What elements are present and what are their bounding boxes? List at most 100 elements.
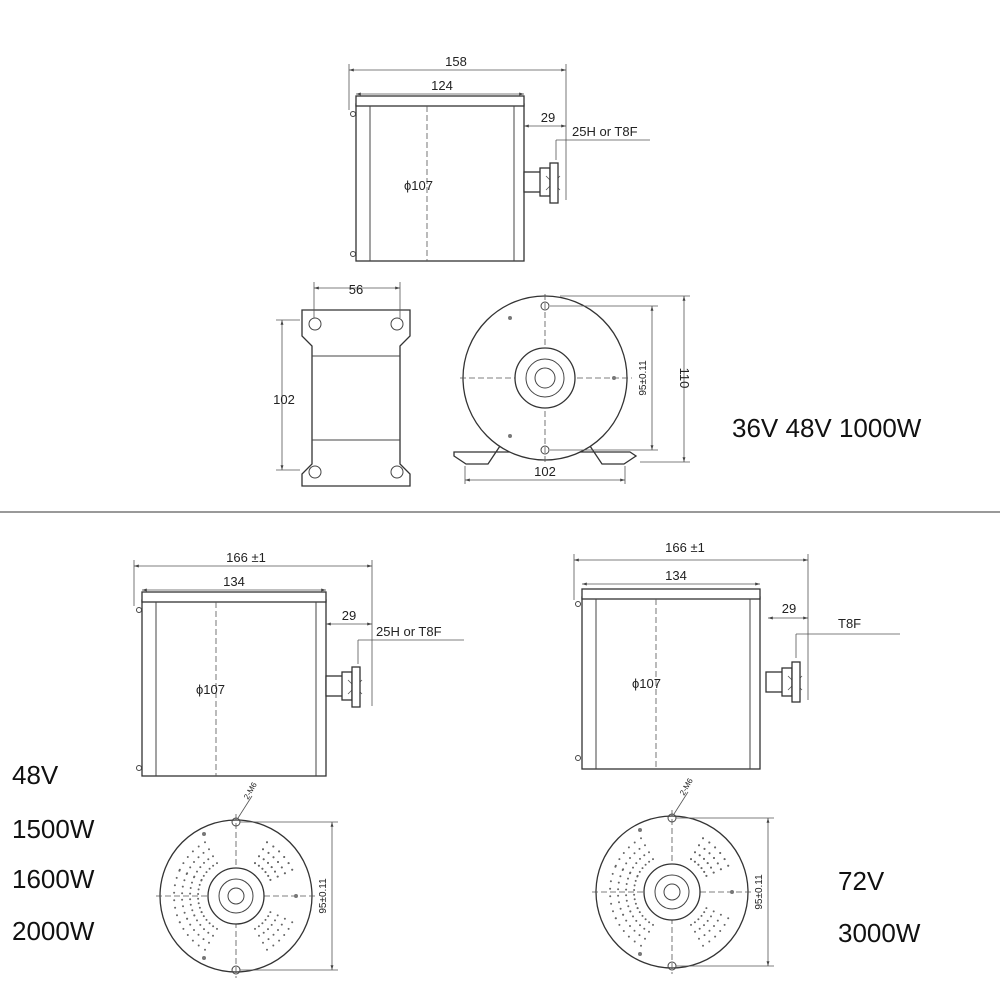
vent-dot — [698, 937, 700, 940]
vent-dot — [644, 844, 646, 847]
vent-dot — [280, 923, 283, 926]
bottom-right-side-view: 166 ±1 134 29 T8F ϕ107 — [573, 540, 900, 770]
vent-dot — [640, 944, 642, 947]
vent-dot — [610, 902, 613, 905]
vent-dot — [270, 923, 273, 926]
vent-dot — [644, 918, 647, 921]
vent-dot — [627, 846, 630, 849]
vent-dot — [652, 858, 654, 861]
vent-dot — [706, 862, 709, 865]
vent-dot — [708, 940, 711, 943]
vent-dot — [700, 914, 703, 917]
vent-dot — [618, 858, 621, 861]
vent-dot — [216, 862, 218, 865]
vent-dot — [634, 902, 637, 905]
vent-dot — [198, 883, 201, 886]
bl-power-1600: 1600W — [12, 864, 95, 894]
vent-dot — [278, 850, 281, 853]
vent-dot — [633, 852, 636, 855]
vent-dot — [641, 914, 644, 917]
vent-dot — [727, 917, 730, 920]
vent-dot — [625, 862, 628, 865]
vent-dot — [208, 867, 211, 870]
bottom-left-end-view: 2-M6 95±0.11 — [156, 780, 338, 978]
br-dim-mount: 2-M6 — [678, 776, 695, 797]
top-dim-base: 102 — [534, 464, 556, 479]
top-dim-width: 56 — [349, 282, 363, 297]
vent-dot — [640, 837, 642, 840]
vent-dot — [714, 846, 717, 849]
vent-dot — [702, 944, 704, 947]
vent-dot — [277, 929, 279, 931]
vent-dot — [261, 867, 264, 870]
top-dim-total-height: 110 — [677, 368, 692, 389]
vent-dot — [611, 872, 614, 875]
vent-dot — [291, 868, 294, 871]
vent-dot — [189, 892, 192, 895]
vent-dot — [266, 841, 268, 844]
vent-dot — [697, 863, 700, 866]
vent-dot — [197, 856, 200, 859]
br-dim-shaft: 29 — [782, 601, 796, 616]
vent-dot — [258, 934, 260, 937]
vent-dot — [719, 913, 722, 916]
vent-dot — [690, 858, 692, 861]
vent-dot — [636, 875, 639, 878]
vent-dot — [191, 909, 194, 912]
vent-dot — [719, 868, 722, 871]
bottom-left-side-view: 166 ±1 134 29 25H or T8F ϕ107 — [133, 550, 464, 777]
vent-dot — [262, 848, 264, 851]
vent-dot — [269, 878, 272, 881]
vent-dot — [185, 873, 188, 875]
vent-dot — [257, 864, 260, 867]
vent-dot — [632, 866, 634, 869]
vent-dot — [181, 885, 184, 888]
vent-dot — [173, 899, 176, 902]
vent-dot — [291, 921, 294, 924]
vent-dot — [622, 913, 625, 916]
vent-dot — [207, 931, 210, 934]
vent-dot — [705, 874, 708, 877]
vent-dot — [638, 870, 641, 873]
vent-dot — [643, 927, 646, 930]
vent-dot — [197, 902, 200, 905]
vent-dot — [191, 881, 193, 884]
vent-dot — [266, 948, 268, 951]
top-dim-body: 124 — [431, 78, 453, 93]
vent-dot — [283, 872, 286, 875]
vent-dot — [713, 925, 715, 927]
vent-dot — [261, 922, 264, 925]
top-dim-bolt-spacing: 95±0.11 — [638, 360, 649, 396]
vent-dot — [212, 934, 214, 937]
vent-dot — [262, 858, 265, 861]
vent-dot — [262, 931, 265, 934]
vent-dot — [205, 871, 208, 874]
vent-dot — [612, 910, 614, 913]
vent-dot — [619, 875, 622, 878]
vent-dot — [181, 892, 184, 895]
vent-dot — [182, 862, 185, 865]
vent-dot — [208, 922, 211, 925]
vent-dot — [189, 866, 192, 869]
vent-dot — [198, 906, 201, 909]
vent-dot — [703, 924, 705, 927]
vent-dot — [199, 923, 202, 926]
vent-dot — [176, 914, 178, 917]
vent-dot — [212, 864, 215, 867]
vent-dot — [625, 894, 628, 897]
vent-dot — [703, 911, 706, 914]
vent-dot — [199, 866, 202, 869]
vent-dot — [267, 851, 270, 854]
vent-dot — [619, 907, 622, 910]
vent-dot — [621, 869, 624, 871]
vent-dot — [638, 847, 641, 850]
vent-dot — [648, 851, 650, 854]
vent-dot — [643, 854, 646, 857]
top-dim-height: 102 — [273, 392, 295, 407]
vent-dot — [197, 933, 200, 936]
vent-dot — [287, 862, 290, 865]
vent-dot — [702, 837, 704, 840]
vent-dot — [189, 923, 192, 926]
vent-dot — [641, 867, 644, 870]
vent-dot — [186, 934, 189, 936]
